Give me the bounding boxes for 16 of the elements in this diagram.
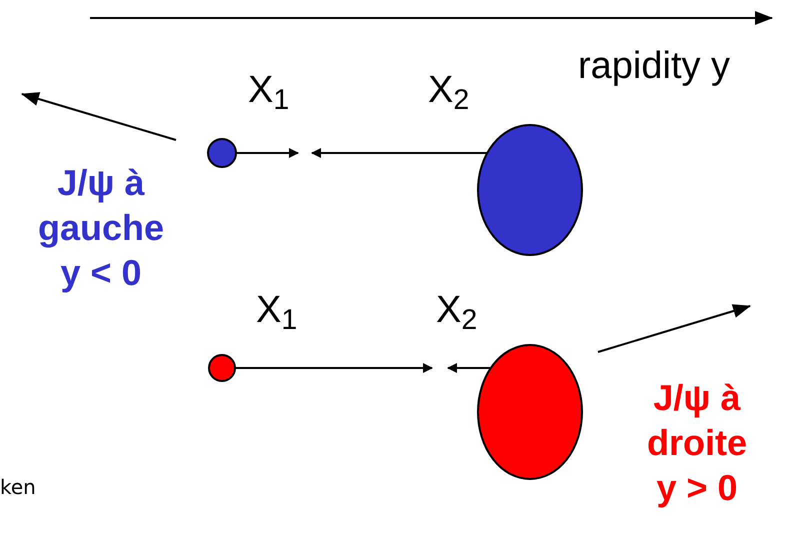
text-label: X$_{1}$	[248, 68, 290, 118]
arrow	[447, 363, 491, 373]
text-label: rapidity y	[578, 44, 730, 89]
text-label: J/ψ à droite y > 0	[646, 376, 748, 510]
arrow	[236, 148, 299, 158]
text-label: X$_{2}$	[436, 288, 478, 338]
text-label: J/ψ à gauche y < 0	[36, 161, 166, 295]
ellipse	[477, 344, 583, 480]
small-circle	[208, 354, 236, 382]
small-circle	[207, 138, 237, 168]
text-label: ken	[0, 474, 36, 501]
arrow	[235, 363, 433, 373]
arrow	[311, 148, 488, 158]
ellipse	[477, 124, 583, 256]
text-label: X$_{1}$	[256, 288, 298, 338]
text-label: X$_{2}$	[428, 68, 470, 118]
